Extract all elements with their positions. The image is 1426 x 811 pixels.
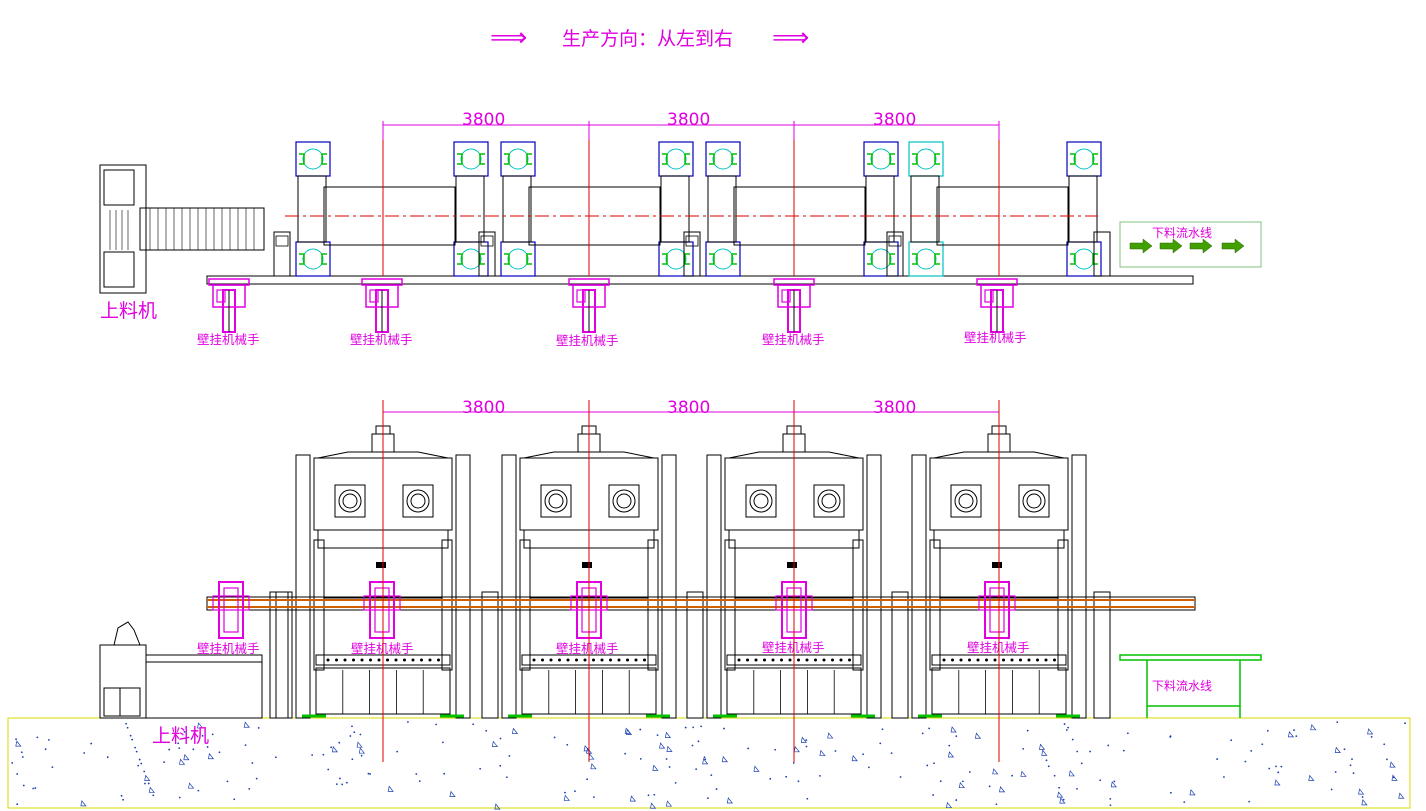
motor-icon bbox=[745, 484, 777, 518]
plan-dimension-line bbox=[382, 121, 1000, 140]
press-post bbox=[658, 141, 694, 177]
plan-press-3 bbox=[683, 141, 899, 277]
elevation-robot-label-2: 壁挂机械手 bbox=[351, 641, 414, 656]
elevation-press-1 bbox=[275, 425, 471, 719]
plan-dimension-1: 3800 bbox=[462, 110, 505, 130]
plan-robot-4 bbox=[773, 278, 815, 333]
plan-robot-label-5: 壁挂机械手 bbox=[964, 330, 1027, 345]
elevation-dimension-1: 3800 bbox=[462, 398, 505, 418]
elevation-start-post bbox=[269, 591, 289, 719]
press-post bbox=[1066, 141, 1102, 177]
press-post bbox=[705, 241, 741, 277]
elevation-loader bbox=[99, 621, 263, 719]
elevation-end-post bbox=[1093, 591, 1111, 719]
motor-icon bbox=[540, 484, 572, 518]
press-post bbox=[863, 141, 899, 177]
press-post bbox=[1066, 241, 1102, 277]
elevation-loader-label: 上料机 bbox=[152, 725, 209, 747]
ground-floor bbox=[7, 717, 1411, 810]
press-post bbox=[908, 241, 944, 277]
elevation-robot-label-5: 壁挂机械手 bbox=[967, 640, 1030, 655]
elevation-robot-1 bbox=[212, 581, 250, 639]
production-direction-label: 生产方向：从左到右 bbox=[562, 28, 733, 50]
plan-robot-label-3: 壁挂机械手 bbox=[556, 333, 619, 348]
press-post bbox=[908, 141, 944, 177]
elevation-outfeed-table bbox=[1119, 654, 1262, 718]
press-post bbox=[500, 141, 536, 177]
right-direction-arrow: ⟹ bbox=[772, 23, 809, 53]
plan-robot-label-4: 壁挂机械手 bbox=[762, 332, 825, 347]
plan-outfeed-label: 下料流水线 bbox=[1152, 226, 1212, 240]
press-center-axes bbox=[382, 140, 1000, 762]
elevation-robot-5 bbox=[978, 581, 1016, 639]
motor-icon bbox=[402, 484, 434, 518]
plan-robot-label-2: 壁挂机械手 bbox=[350, 332, 413, 347]
elevation-outfeed-label: 下料流水线 bbox=[1152, 679, 1212, 693]
plan-robot-label-1: 壁挂机械手 bbox=[197, 332, 260, 347]
elevation-robot-2 bbox=[363, 581, 401, 639]
press-post bbox=[658, 241, 694, 277]
press-post bbox=[295, 241, 331, 277]
elevation-press-group bbox=[269, 425, 1111, 719]
plan-press-2 bbox=[478, 141, 694, 277]
plan-robot-2 bbox=[361, 278, 403, 333]
plan-outfeed-line bbox=[1119, 221, 1262, 268]
production-direction-header: ⟹ 生产方向：从左到右 ⟹ bbox=[490, 23, 809, 53]
elevation-robot-rail bbox=[206, 596, 1196, 611]
press-post bbox=[453, 141, 489, 177]
press-post bbox=[500, 241, 536, 277]
motor-icon bbox=[334, 484, 366, 518]
elevation-robot-label-4: 壁挂机械手 bbox=[762, 640, 825, 655]
motor-icon bbox=[608, 484, 640, 518]
plan-loader bbox=[99, 164, 265, 294]
elevation-press-3 bbox=[686, 425, 882, 719]
left-direction-arrow: ⟹ bbox=[490, 23, 527, 53]
plan-robot-rail bbox=[206, 275, 1194, 285]
plan-end-controller bbox=[1093, 231, 1111, 277]
plan-press-group bbox=[273, 141, 1111, 277]
elevation-robot-label-1: 壁挂机械手 bbox=[197, 641, 260, 656]
press-post bbox=[863, 241, 899, 277]
elevation-press-2 bbox=[481, 425, 677, 719]
plan-dimension-2: 3800 bbox=[667, 110, 710, 130]
plan-dimension-3: 3800 bbox=[873, 110, 916, 130]
elevation-robot-label-3: 壁挂机械手 bbox=[556, 641, 619, 656]
plan-robot-group bbox=[208, 278, 1018, 333]
motor-icon bbox=[950, 484, 982, 518]
elevation-dimension-3: 3800 bbox=[873, 398, 916, 418]
plan-press-4 bbox=[886, 141, 1102, 277]
motor-icon bbox=[1018, 484, 1050, 518]
plan-robot-3 bbox=[568, 278, 610, 333]
plan-loader-label: 上料机 bbox=[100, 300, 157, 322]
motor-icon bbox=[813, 484, 845, 518]
elevation-press-4 bbox=[891, 425, 1087, 719]
plan-robot-1 bbox=[208, 278, 250, 333]
press-post bbox=[453, 241, 489, 277]
plan-press-1 bbox=[273, 141, 489, 277]
press-post bbox=[295, 141, 331, 177]
plan-robot-5 bbox=[976, 278, 1018, 333]
elevation-dimension-2: 3800 bbox=[667, 398, 710, 418]
press-post bbox=[705, 141, 741, 177]
